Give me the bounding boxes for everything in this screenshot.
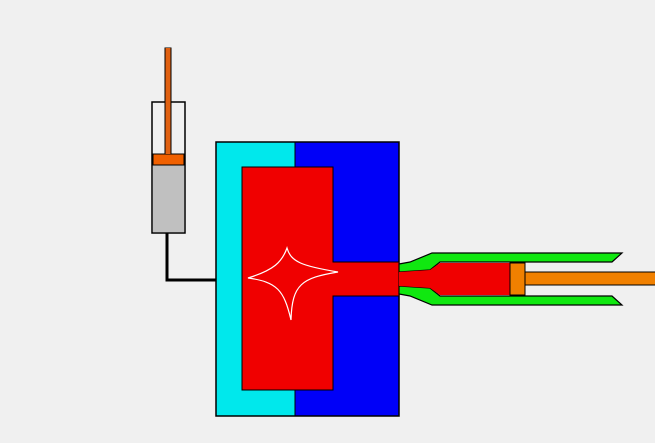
injection-plunger (509, 262, 526, 296)
syringe-fluid (153, 165, 184, 232)
connecting-tube (165, 233, 217, 282)
barrel-melt (399, 263, 512, 295)
plunger-rod (524, 271, 655, 286)
mold-cavity (241, 166, 400, 391)
syringe-piston (152, 153, 185, 166)
injection-barrel-lower (398, 285, 624, 306)
mold-assembly (215, 141, 400, 417)
molded-part (247, 246, 339, 321)
syringe-icon (151, 47, 186, 234)
injection-unit (398, 252, 655, 306)
